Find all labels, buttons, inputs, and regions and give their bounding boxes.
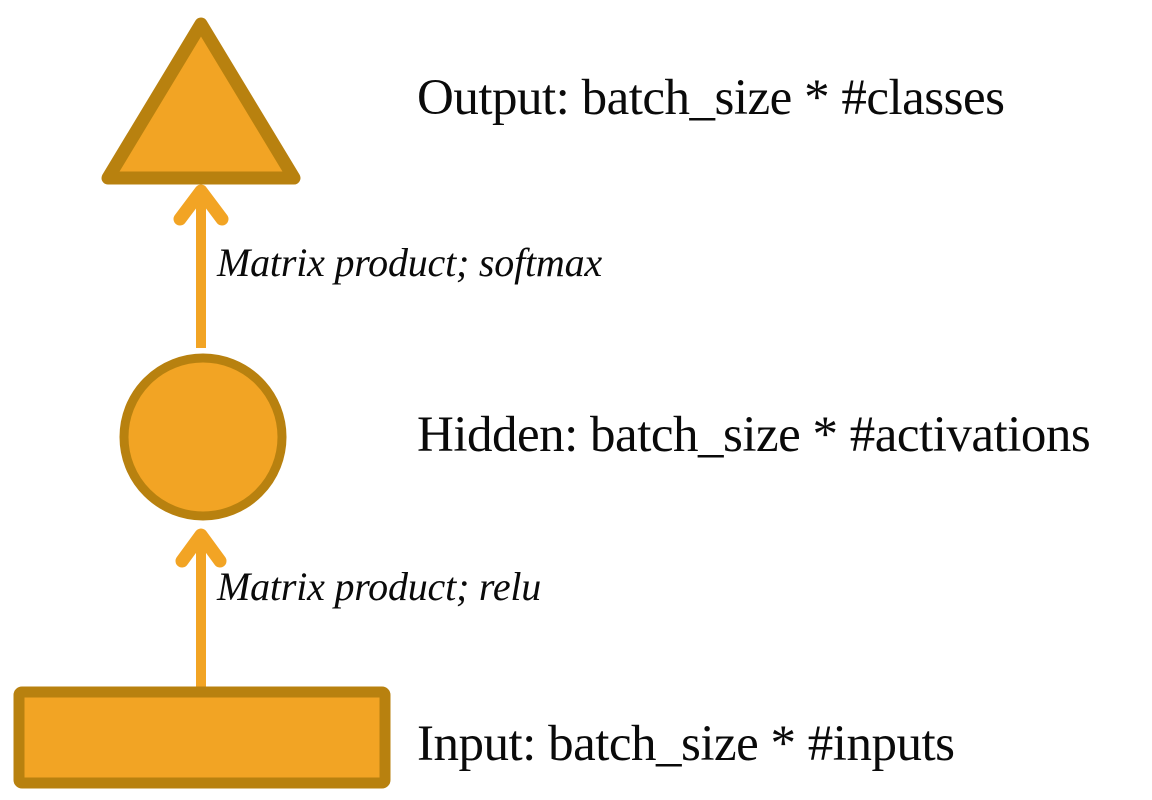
circle-shape[interactable] (119, 353, 287, 521)
rectangle-shape[interactable] (13, 686, 391, 789)
edge-label-hidden-to-output: Matrix product; softmax (217, 240, 602, 285)
input-layer-label: Input: batch_size * #inputs (417, 716, 955, 772)
arrow-head-icon (175, 528, 227, 568)
arrow-hidden-to-output (173, 184, 229, 348)
output-layer-label: Output: batch_size * #classes (417, 70, 1005, 126)
hidden-layer-label: Hidden: batch_size * #activations (417, 407, 1091, 463)
arrow-input-to-hidden (175, 528, 227, 690)
edge-label-input-to-hidden: Matrix product; relu (217, 564, 542, 609)
triangle-shape[interactable] (101, 17, 301, 185)
arrow-head-icon (173, 184, 229, 226)
